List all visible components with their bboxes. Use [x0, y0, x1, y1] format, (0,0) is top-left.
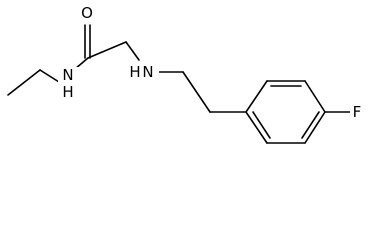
- ring-bond-6: [245, 80, 268, 113]
- bond-ethyl-ch3-ch2: [7, 69, 41, 96]
- oxygen-label: O: [81, 4, 93, 22]
- bond-carbonyl-ch2: [87, 41, 127, 59]
- fluorine-label: F: [353, 103, 362, 121]
- amide-nitrogen-label: N: [62, 66, 73, 84]
- ring-bond-3: [304, 111, 326, 144]
- bond-ch2-ch2: [182, 71, 211, 113]
- amine-hydrogen-label: H: [129, 63, 140, 81]
- amide-hydrogen-label: H: [62, 83, 73, 101]
- ring-double-bond-inner-3: [301, 111, 320, 139]
- bond-layer: [7, 24, 351, 144]
- molecule-structure: O N H H N F: [7, 4, 364, 144]
- ring-double-bond-inner-1: [252, 111, 271, 139]
- amine-nitrogen-label: N: [142, 63, 153, 81]
- bond-ch2-amine-n: [125, 41, 140, 61]
- bond-ethyl-ch2-n: [39, 69, 60, 83]
- ring-bond-4: [304, 80, 326, 113]
- ring-bond-1: [245, 111, 268, 144]
- label-layer: O N H H N F: [58, 4, 364, 121]
